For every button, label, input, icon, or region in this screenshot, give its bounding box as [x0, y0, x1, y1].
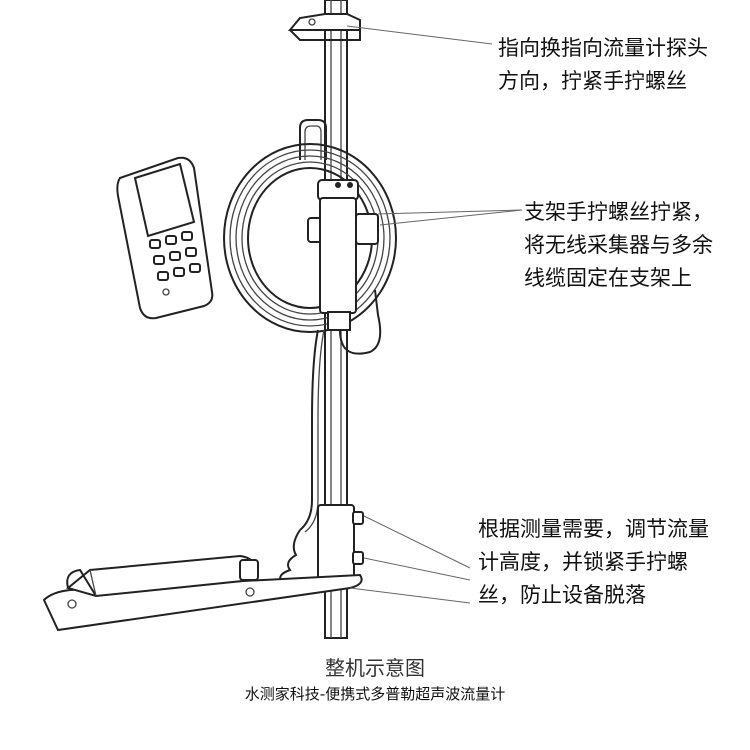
handheld-host-device — [116, 156, 214, 320]
annotation-line: 根据测量需要，调节流量 — [478, 517, 709, 541]
leader-lines — [346, 25, 523, 604]
diagram-subtitle: 水测家科技-便携式多普勒超声波流量计 — [244, 685, 506, 703]
annotation-line: 指向换指向流量计探头 — [498, 36, 708, 60]
annotation-line: 方向，拧紧手拧螺丝 — [498, 69, 687, 93]
annotation-line: 计高度，并锁紧手拧螺 — [478, 550, 688, 574]
keypad — [149, 231, 201, 296]
annotation-clamp-fix: 支架手拧螺丝拧紧， 将无线采集器与多余 线缆固定在支架上 — [524, 196, 713, 295]
annotation-height-adjust: 根据测量需要，调节流量 计高度，并锁紧手拧螺 丝，防止设备脱落 — [478, 513, 709, 612]
annotation-probe-direction: 指向换指向流量计探头 方向，拧紧手拧螺丝 — [498, 32, 708, 98]
direction-indicator-bracket — [287, 13, 361, 41]
annotation-line: 支架手拧螺丝拧紧， — [524, 200, 713, 224]
diagram-title: 整机示意图 — [325, 656, 425, 680]
probe-cable — [268, 329, 325, 593]
annotation-line: 丝，防止设备脱落 — [478, 583, 646, 607]
wireless-collector — [307, 179, 382, 355]
cable-coil — [223, 143, 397, 333]
annotation-line: 线缆固定在支架上 — [524, 266, 692, 290]
annotation-line: 将无线采集器与多余 — [524, 233, 713, 257]
handle-loop — [299, 119, 327, 160]
doppler-probe — [65, 554, 259, 598]
